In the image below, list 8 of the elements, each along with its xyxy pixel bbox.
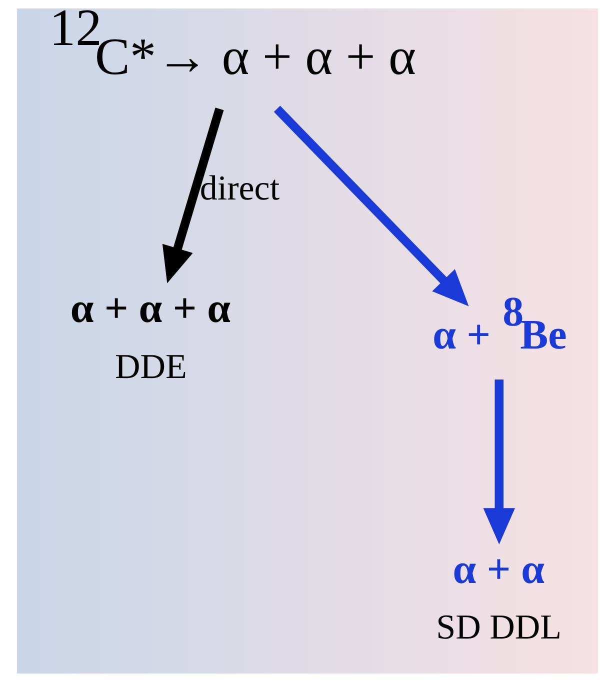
node-text: α + α	[452, 546, 545, 593]
node-label: SD DDL	[436, 608, 562, 646]
node-label: DDE	[115, 346, 187, 386]
arrow	[162, 108, 224, 284]
node-text: α + α + α	[70, 286, 231, 332]
arrow	[274, 106, 469, 306]
arrow	[483, 380, 515, 544]
edge-label: direct	[200, 168, 280, 208]
